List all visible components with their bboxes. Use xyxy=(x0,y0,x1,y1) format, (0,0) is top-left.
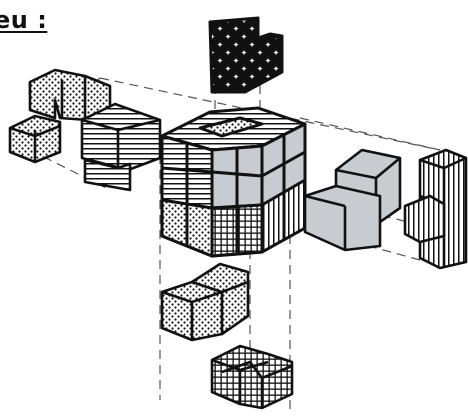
piece-right-grey-l xyxy=(303,148,402,252)
piece-left-striped-h xyxy=(80,102,162,192)
page-heading: eu : xyxy=(0,6,48,34)
piece-center-composite-cube xyxy=(160,106,307,258)
piece-top-black-stars xyxy=(208,16,284,94)
piece-bottom-dotted xyxy=(160,262,250,342)
piece-bottom-grid xyxy=(210,344,294,410)
piece-left-dotted-l xyxy=(8,68,112,164)
piece-far-right-striped-v xyxy=(403,148,468,270)
